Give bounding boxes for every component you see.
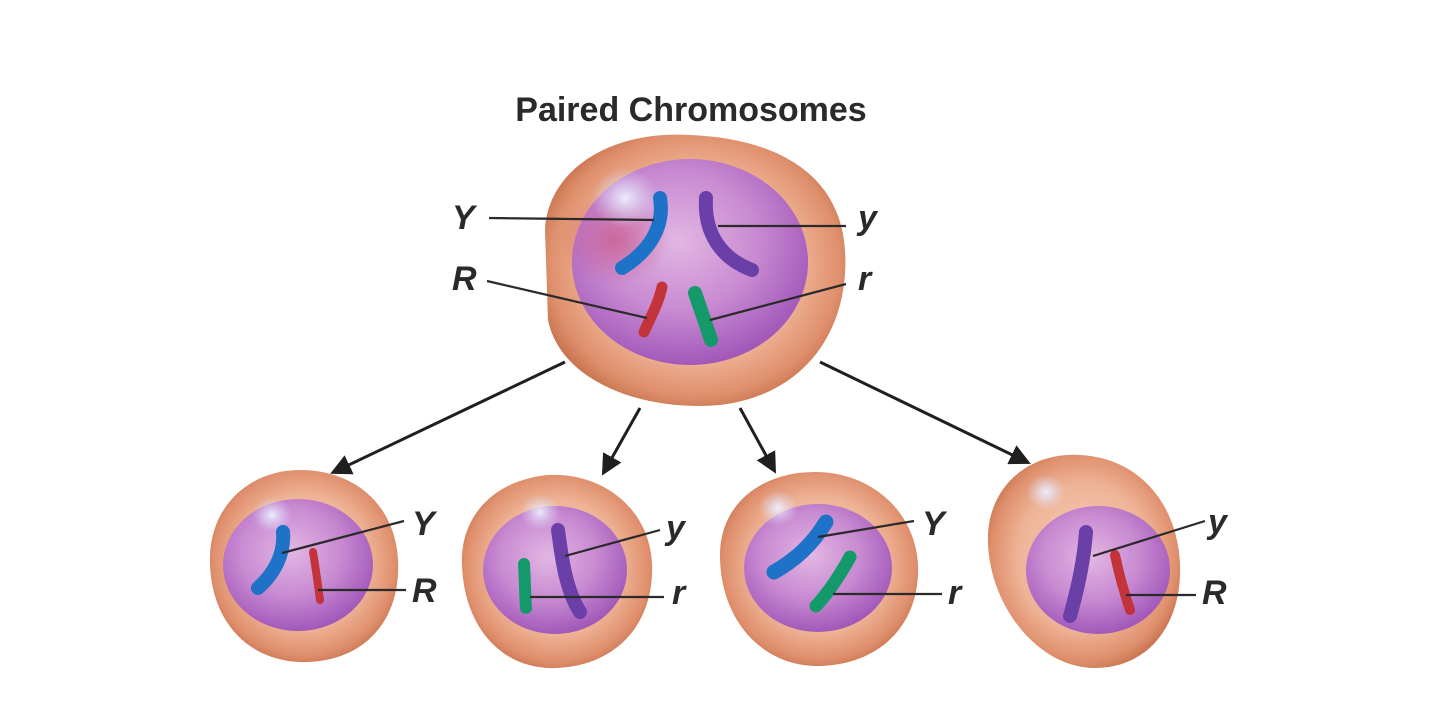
gamete-3-label-Y: Y xyxy=(922,505,948,543)
leader-line-r xyxy=(709,282,847,322)
gamete-2-label-r: r xyxy=(672,574,687,612)
gamete-1-highlight xyxy=(252,497,292,533)
gamete-cell-4: y R xyxy=(987,454,1229,668)
parent-highlight xyxy=(591,168,659,228)
gamete-4-label-R: R xyxy=(1202,574,1227,612)
label-R: R xyxy=(452,260,477,298)
gamete-cell-2: y r xyxy=(461,474,687,669)
gamete-3-chromosome-Y xyxy=(766,514,834,580)
arrow-to-gamete-1 xyxy=(330,360,566,475)
gamete-2-nucleus xyxy=(483,506,627,634)
gamete-2-chromosome-y xyxy=(551,523,587,619)
gamete-4-leader-y xyxy=(1092,519,1206,558)
gamete-4-nucleus xyxy=(1026,506,1170,634)
gamete-4-chromosome-y xyxy=(1063,525,1093,623)
gamete-1-label-Y: Y xyxy=(412,505,438,543)
gamete-3-leader-Y xyxy=(817,519,915,539)
gamete-2-highlight xyxy=(520,494,560,530)
gamete-4-label-y: y xyxy=(1206,503,1229,541)
gamete-2-label-y: y xyxy=(664,509,687,547)
arrow-to-gamete-4 xyxy=(819,360,1031,465)
gamete-1-leader-Y xyxy=(281,519,405,555)
gamete-2-leader-y xyxy=(564,528,661,558)
gamete-1-chromosome-Y xyxy=(251,525,291,595)
diagram-title: Paired Chromosomes xyxy=(515,91,866,129)
gamete-3-nucleus xyxy=(744,504,892,632)
label-Y: Y xyxy=(452,199,478,237)
gamete-1-label-R: R xyxy=(412,572,437,610)
gamete-3-label-r: r xyxy=(948,574,963,612)
chromosome-Y xyxy=(615,191,668,275)
gamete-1-nucleus xyxy=(223,499,373,631)
label-y: y xyxy=(856,199,879,237)
chromosome-y xyxy=(698,191,759,277)
arrow-to-gamete-3 xyxy=(738,407,777,474)
gamete-3-chromosome-r xyxy=(809,550,857,613)
gamete-3-highlight xyxy=(758,490,798,526)
gamete-cell-3: Y r xyxy=(720,472,963,667)
gamete-4-chromosome-R xyxy=(1110,550,1135,615)
gamete-4-highlight xyxy=(1026,474,1066,510)
gamete-1-chromosome-R xyxy=(309,548,324,604)
chromosome-R xyxy=(638,281,668,338)
label-r: r xyxy=(858,260,873,298)
parent-cell: Y y R r xyxy=(452,134,879,406)
leader-line-Y xyxy=(488,216,655,222)
chromosome-r xyxy=(688,286,718,347)
gamete-cell-1: Y R xyxy=(209,470,438,663)
leader-line-R xyxy=(486,279,648,320)
arrow-to-gamete-2 xyxy=(601,407,642,476)
gamete-2-chromosome-r xyxy=(518,558,532,614)
